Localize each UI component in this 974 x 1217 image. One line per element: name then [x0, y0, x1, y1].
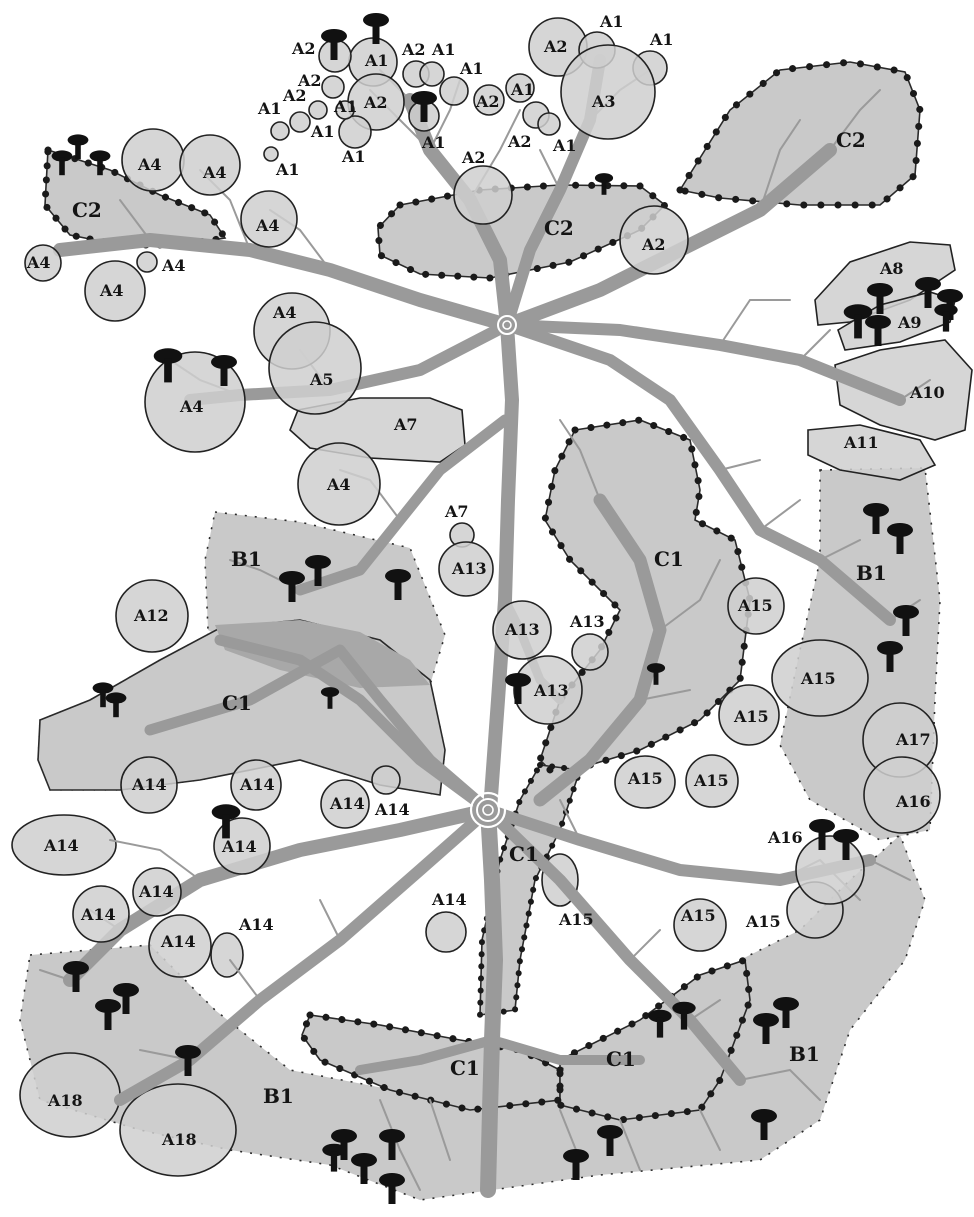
label-c1-left: C1 [222, 691, 252, 715]
label-a14: A14 [160, 932, 196, 951]
label-a14: A14 [138, 882, 174, 901]
label-a1: A1 [431, 40, 456, 59]
label-a10: A10 [909, 383, 945, 402]
label-a1: A1 [275, 160, 300, 179]
label-a1: A1 [649, 30, 674, 49]
label-a15: A15 [745, 912, 781, 931]
label-a15: A15 [693, 771, 729, 790]
label-c1-right: C1 [654, 547, 684, 571]
circle-a1-cluster-6 [538, 113, 560, 135]
label-a1: A1 [333, 97, 358, 116]
circle-a5 [269, 322, 361, 414]
label-a13: A13 [504, 620, 540, 639]
label-a15: A15 [558, 910, 594, 929]
label-a1: A1 [552, 136, 577, 155]
label-a1: A1 [510, 80, 535, 99]
label-a4: A4 [137, 155, 162, 174]
label-a14: A14 [43, 836, 79, 855]
circle-a1-small-1 [290, 112, 310, 132]
circle-a1-small-3 [264, 147, 278, 161]
label-a2: A2 [401, 40, 426, 59]
circle-a2-small-2 [309, 101, 327, 119]
label-a1: A1 [599, 12, 624, 31]
label-a13: A13 [569, 612, 605, 631]
label-a2: A2 [475, 92, 500, 111]
label-a14: A14 [131, 775, 167, 794]
label-a15: A15 [627, 769, 663, 788]
label-b1-bottom: B1 [263, 1084, 294, 1108]
circle-a16-2 [796, 836, 864, 904]
label-c2-right: C2 [836, 128, 866, 152]
label-a4: A4 [202, 163, 227, 182]
label-c2-center: C2 [544, 216, 574, 240]
label-a13: A13 [451, 559, 487, 578]
circle-a2-center [454, 166, 512, 224]
label-a15: A15 [680, 906, 716, 925]
label-a14: A14 [80, 905, 116, 924]
label-a2: A2 [282, 86, 307, 105]
label-a11: A11 [843, 433, 879, 452]
label-a2: A2 [641, 235, 666, 254]
label-a7: A7 [393, 415, 418, 434]
label-a18: A18 [161, 1130, 197, 1149]
label-a1: A1 [310, 122, 335, 141]
label-b1-left: B1 [231, 547, 262, 571]
label-a1: A1 [341, 147, 366, 166]
circle-a1-mid [339, 116, 371, 148]
label-a14: A14 [238, 915, 274, 934]
label-c1-bottom-left: C1 [450, 1056, 480, 1080]
label-c1-bottom-right: C1 [606, 1047, 636, 1071]
circle-a1-cluster-1 [420, 62, 444, 86]
label-a4: A4 [255, 216, 280, 235]
label-a3: A3 [591, 92, 616, 111]
circle-a4-5 [137, 252, 157, 272]
label-a15: A15 [733, 707, 769, 726]
label-a4: A4 [272, 303, 297, 322]
label-a14: A14 [329, 794, 365, 813]
label-a2: A2 [461, 148, 486, 167]
label-a15: A15 [737, 596, 773, 615]
label-a1: A1 [364, 51, 389, 70]
label-a13: A13 [533, 681, 569, 700]
label-a8: A8 [879, 259, 904, 278]
label-a14: A14 [374, 800, 410, 819]
label-a1: A1 [421, 133, 446, 152]
label-a4: A4 [179, 397, 204, 416]
label-a18: A18 [47, 1091, 83, 1110]
label-a4: A4 [99, 281, 124, 300]
label-a14: A14 [239, 775, 275, 794]
label-a14: A14 [431, 890, 467, 909]
label-a2: A2 [507, 132, 532, 151]
circle-a1-cluster-2 [440, 77, 468, 105]
label-a16: A16 [767, 828, 803, 847]
circle-a1-small-2 [271, 122, 289, 140]
label-a1: A1 [257, 99, 282, 118]
label-a15: A15 [800, 669, 836, 688]
label-a4: A4 [26, 253, 51, 272]
main-trunk-lower [488, 810, 495, 1190]
label-a7: A7 [444, 502, 469, 521]
label-a17: A17 [895, 730, 931, 749]
label-a14: A14 [221, 837, 257, 856]
circle-a13-3 [572, 634, 608, 670]
label-b1-bottom-right: B1 [789, 1042, 820, 1066]
label-a1: A1 [459, 59, 484, 78]
circle-a14-9 [426, 912, 466, 952]
label-a2: A2 [291, 39, 316, 58]
circle-a2-small-1 [322, 76, 344, 98]
label-a2: A2 [543, 37, 568, 56]
label-a9: A9 [897, 313, 922, 332]
label-a2: A2 [363, 93, 388, 112]
label-a16: A16 [895, 792, 931, 811]
label-a4: A4 [161, 256, 186, 275]
circle-a14-4 [372, 766, 400, 794]
label-a4: A4 [326, 475, 351, 494]
label-b1-right: B1 [856, 561, 887, 585]
label-a12: A12 [133, 606, 169, 625]
label-c2-left: C2 [72, 198, 102, 222]
label-a5: A5 [309, 370, 334, 389]
label-c1-trunk: C1 [509, 842, 539, 866]
